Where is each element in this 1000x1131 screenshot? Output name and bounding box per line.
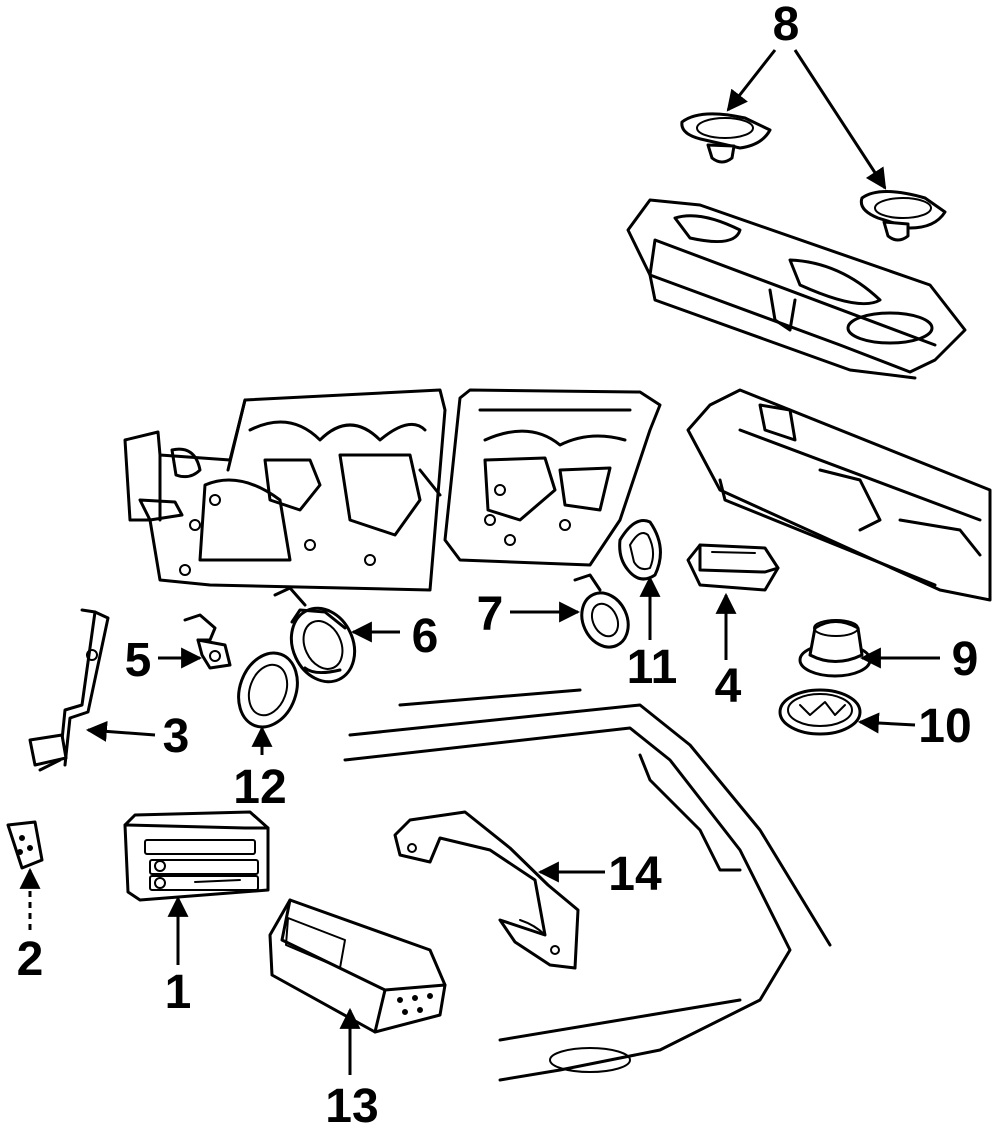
mounting-bracket — [393, 810, 580, 970]
callout-1: 1 — [165, 966, 192, 1019]
callout-10-arrow — [857, 712, 916, 734]
callout-arrows — [19, 49, 940, 1075]
speaker-grille — [778, 688, 862, 736]
front-door-panel — [123, 388, 447, 592]
callout-2: 2 — [17, 933, 44, 986]
quarter-trim-panel — [686, 388, 992, 602]
front-door-speaker — [273, 586, 357, 684]
rear-door-panel — [443, 388, 662, 567]
speaker-connector — [183, 613, 232, 670]
rear-door-speaker — [573, 573, 630, 649]
callout-14: 14 — [608, 848, 662, 901]
clip — [6, 820, 44, 870]
callout-7: 7 — [477, 588, 504, 641]
callout-10: 10 — [918, 700, 971, 753]
door-opening-frame — [343, 688, 832, 1082]
front-speaker-gasket — [237, 651, 299, 729]
callout-9: 9 — [952, 633, 979, 686]
callout-12: 12 — [233, 761, 286, 814]
callout-8-arrow-right — [793, 49, 887, 190]
control-module — [268, 898, 447, 1034]
rear-package-shelf — [626, 198, 967, 380]
callout-3-arrow — [85, 720, 156, 742]
callout-8: 8 — [773, 0, 800, 51]
antenna-cable — [28, 608, 110, 772]
callout-labels: 1 2 3 4 5 6 7 8 9 10 11 12 13 14 — [17, 0, 979, 1131]
rear-speaker-left — [680, 112, 772, 164]
callout-13: 13 — [325, 1080, 378, 1131]
radio-receiver — [123, 810, 270, 902]
callout-8-arrow-left — [726, 49, 777, 112]
rear-subwoofer-speaker — [798, 619, 872, 678]
callout-11: 11 — [627, 641, 678, 694]
callout-3: 3 — [163, 710, 190, 763]
callout-5: 5 — [125, 634, 152, 687]
amplifier-module — [686, 543, 780, 592]
callout-4: 4 — [715, 660, 742, 713]
rear-speaker-right — [859, 190, 947, 242]
callout-6: 6 — [412, 610, 439, 663]
rear-speaker-gasket — [618, 519, 662, 581]
